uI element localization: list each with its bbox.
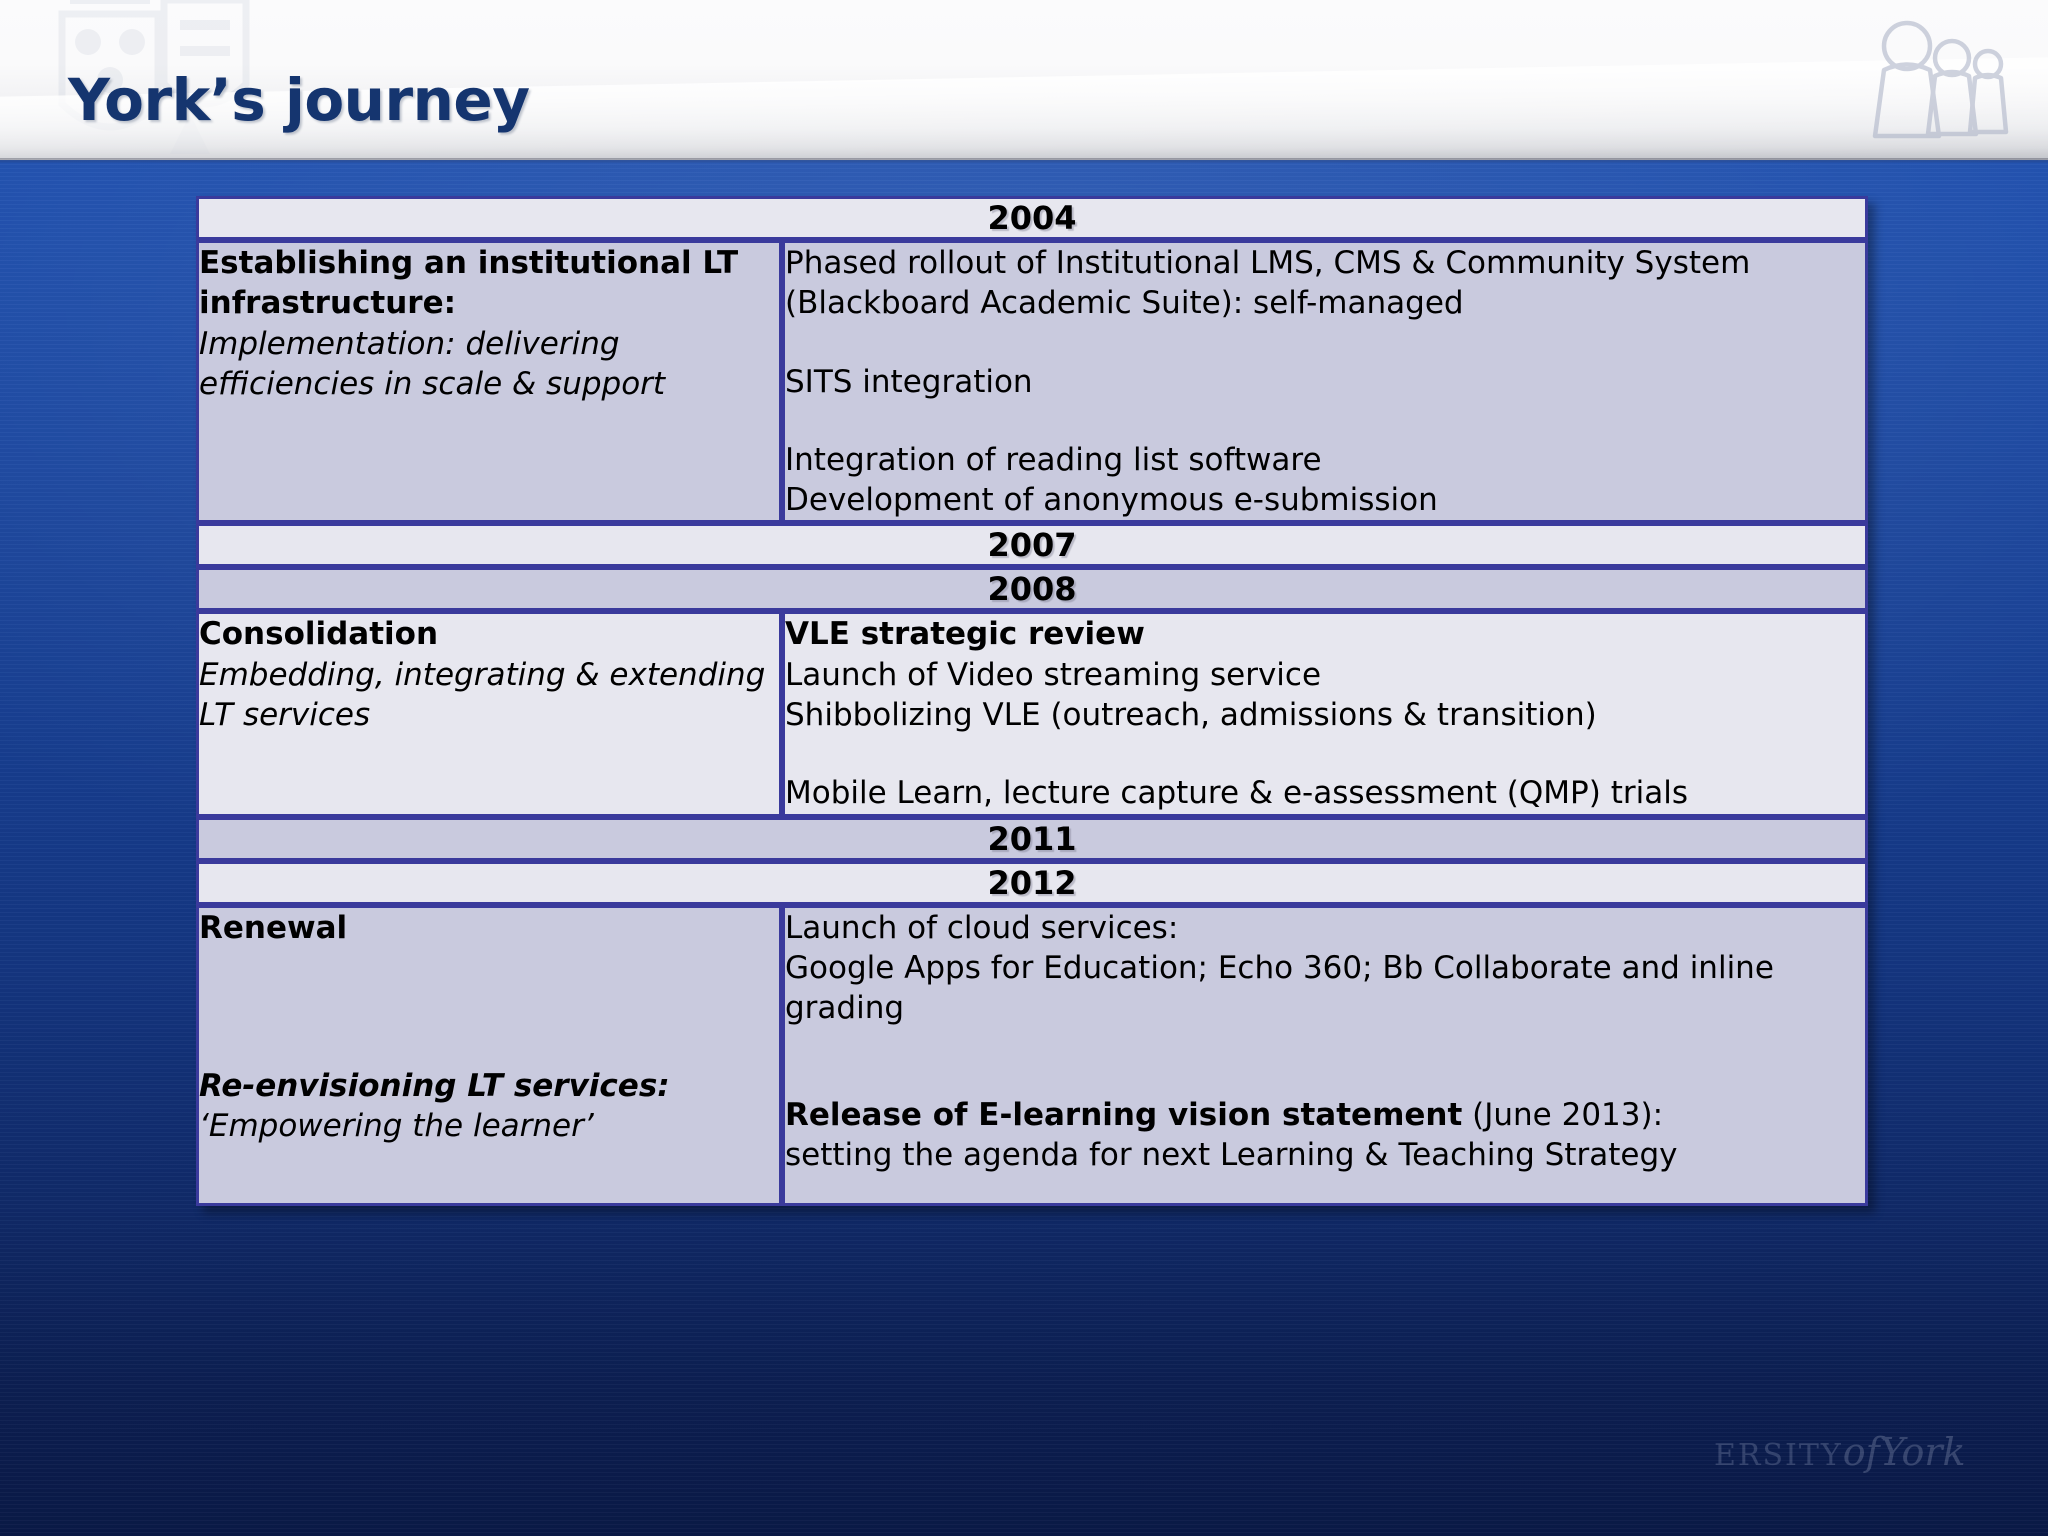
detail-line: Shibbolizing VLE (outreach, admissions &…	[785, 697, 1597, 734]
phase-heading: Establishing an institutional LT infrast…	[199, 245, 739, 322]
year-banner-2011: 2011	[196, 816, 1868, 861]
year-banner-2012: 2012	[196, 860, 1868, 905]
table-row: 2011	[196, 816, 1868, 861]
detail-spacer	[785, 1029, 1865, 1095]
detail-line: Google Apps for Education; Echo 360; Bb …	[785, 949, 1774, 1027]
year-banner-2007: 2007	[196, 523, 1868, 568]
phase-subheading-quote: ‘Empowering the learner’	[199, 1108, 594, 1145]
detail-line: Integration of reading list software	[785, 441, 1322, 478]
phase-spacer	[199, 948, 779, 1066]
detail-line: Mobile Learn, lecture capture & e-assess…	[785, 775, 1688, 812]
watermark-text-part1: ERSITY	[1714, 1438, 1843, 1473]
phase-heading: Renewal	[199, 909, 348, 946]
detail-spacer	[785, 402, 1865, 440]
phase-cell-2004: Establishing an institutional LT infrast…	[196, 240, 782, 524]
header-divider	[0, 158, 2048, 163]
detail-plain-run: (June 2013):	[1462, 1096, 1664, 1133]
detail-cell-2008: VLE strategic review Launch of Video str…	[782, 611, 1868, 817]
detail-line: Development of anonymous e-submission	[785, 482, 1438, 519]
slide-header-band: York’s journey	[0, 0, 2048, 160]
detail-line-mixed: Release of E-learning vision statement (…	[785, 1095, 1865, 1135]
table-row: 2008	[196, 567, 1868, 612]
detail-line: Launch of cloud services:	[785, 909, 1179, 946]
phase-heading: Consolidation	[199, 616, 439, 653]
table-row: 2004	[196, 196, 1868, 240]
table-row: 2012	[196, 860, 1868, 905]
year-banner-2004: 2004	[196, 196, 1868, 240]
phase-subheading: Embedding, integrating & extending LT se…	[199, 656, 766, 734]
detail-line: setting the agenda for next Learning & T…	[785, 1136, 1678, 1173]
phase-spacer	[199, 1147, 779, 1203]
page-title: York’s journey	[68, 66, 530, 134]
detail-cell-2004: Phased rollout of Institutional LMS, CMS…	[782, 240, 1868, 524]
table-row: Consolidation Embedding, integrating & e…	[196, 611, 1868, 817]
journey-timeline-table: 2004 Establishing an institutional LT in…	[196, 196, 1868, 1206]
phase-cell-2008: Consolidation Embedding, integrating & e…	[196, 611, 782, 817]
year-banner-2008: 2008	[196, 567, 1868, 612]
table-row: Renewal Re-envisioning LT services: ‘Emp…	[196, 904, 1868, 1206]
table-row: 2007	[196, 523, 1868, 568]
three-people-icon	[1872, 20, 2009, 139]
university-of-york-watermark: ERSITYofYork	[1714, 1430, 2034, 1500]
detail-line: SITS integration	[785, 363, 1033, 400]
table-row: Establishing an institutional LT infrast…	[196, 240, 1868, 524]
detail-line: Phased rollout of Institutional LMS, CMS…	[785, 245, 1751, 322]
detail-bold-run: Release of E-learning vision statement	[785, 1096, 1463, 1133]
phase-subheading: Re-envisioning LT services:	[199, 1067, 670, 1104]
watermark-text-part3: York	[1879, 1430, 1966, 1474]
watermark-text-part2: of	[1842, 1430, 1880, 1474]
phase-cell-2012: Renewal Re-envisioning LT services: ‘Emp…	[196, 904, 782, 1206]
detail-line: Launch of Video streaming service	[785, 656, 1322, 693]
phase-subheading: Implementation: delivering efficiencies …	[199, 325, 666, 402]
detail-line-bold: VLE strategic review	[785, 616, 1145, 653]
detail-spacer	[785, 735, 1865, 773]
detail-spacer	[785, 324, 1865, 362]
detail-cell-2012: Launch of cloud services: Google Apps fo…	[782, 904, 1868, 1206]
